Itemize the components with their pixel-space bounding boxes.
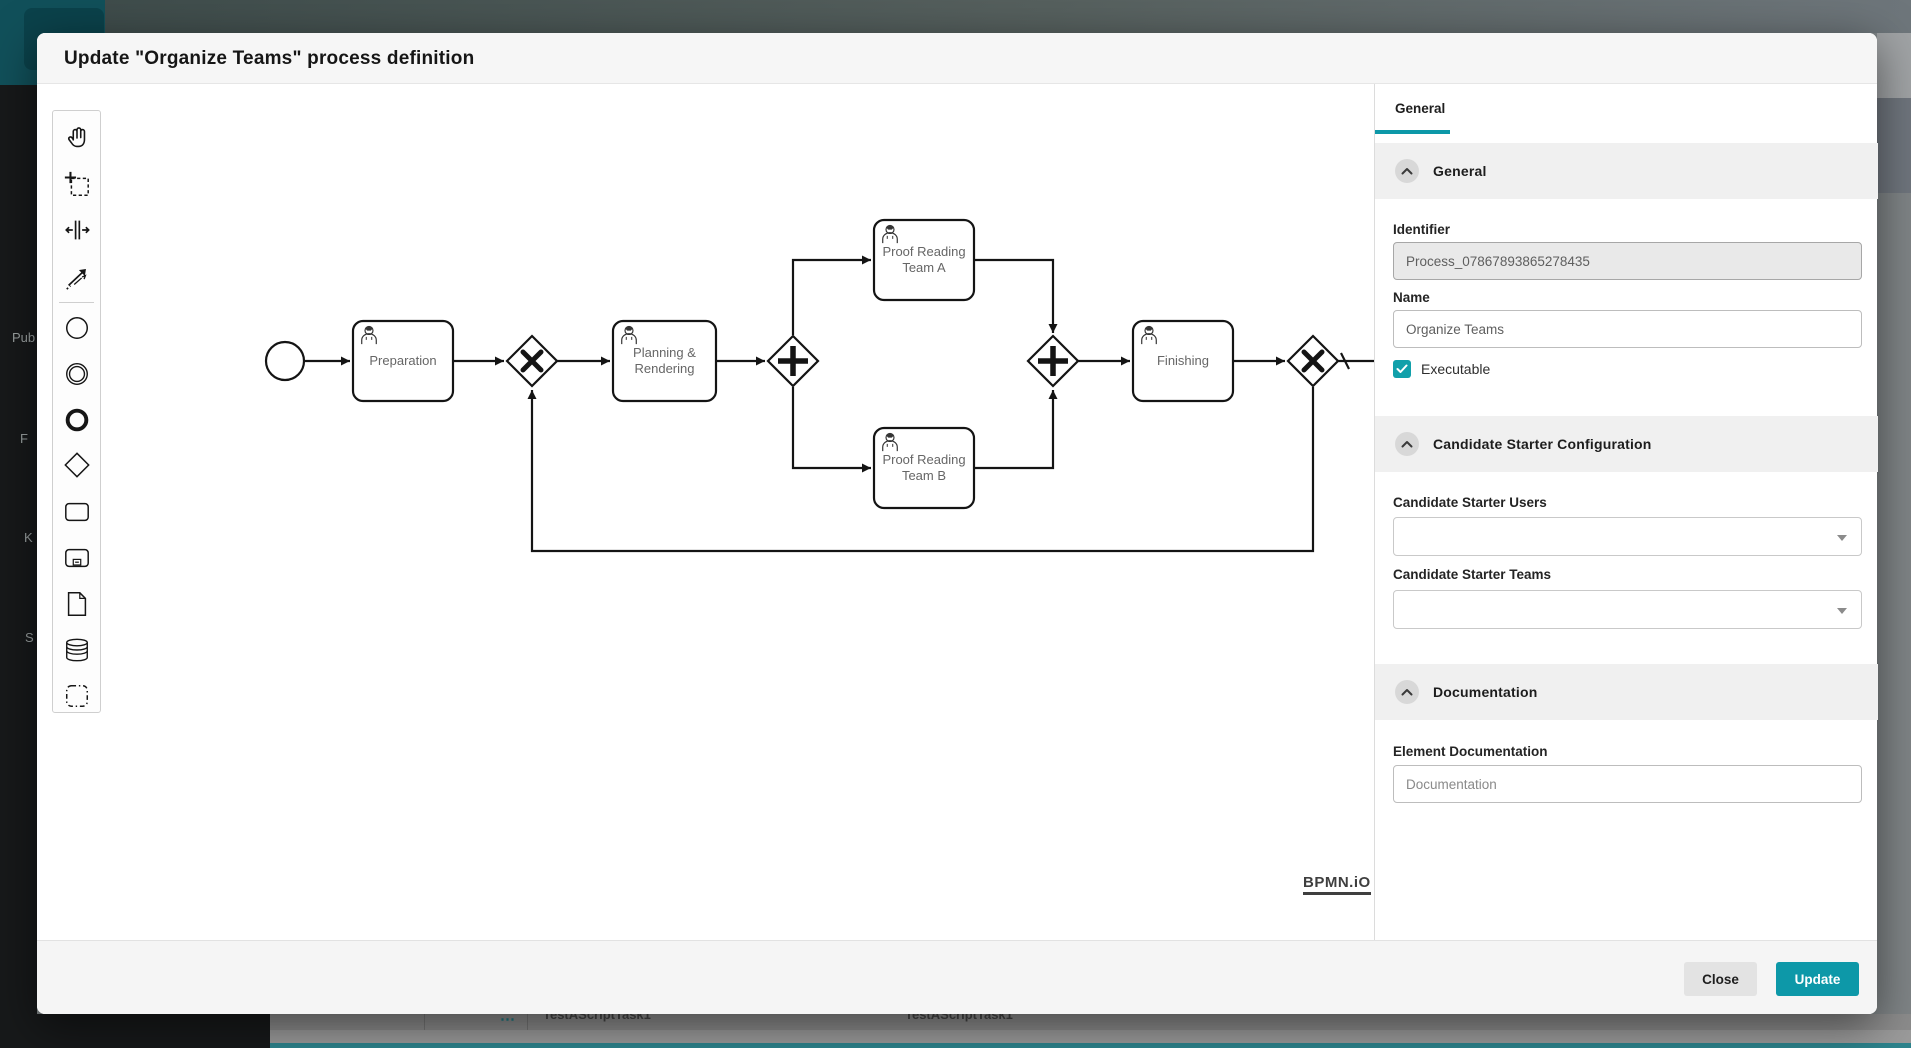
create-task-icon[interactable] — [60, 495, 94, 529]
collapse-chevron-icon[interactable] — [1395, 680, 1419, 704]
modal-footer: Close Update — [37, 940, 1877, 1014]
section-header-general[interactable]: General — [1375, 143, 1878, 199]
create-subprocess-icon[interactable] — [60, 541, 94, 575]
tab-active-indicator — [1375, 130, 1450, 134]
create-intermediate-event-icon[interactable] — [60, 357, 94, 391]
collapse-chevron-icon[interactable] — [1395, 432, 1419, 456]
executable-checkbox-row[interactable]: Executable — [1393, 360, 1490, 378]
create-start-event-icon[interactable] — [60, 311, 94, 345]
update-process-modal: Update "Organize Teams" process definiti… — [37, 33, 1877, 1014]
app-topbar-dimmed — [0, 0, 1911, 33]
candidate-starter-teams-select[interactable] — [1393, 590, 1862, 629]
section-title: General — [1433, 163, 1487, 179]
chevron-down-icon — [1837, 608, 1847, 614]
modal-title: Update "Organize Teams" process definiti… — [64, 33, 474, 84]
section-header-documentation[interactable]: Documentation — [1375, 664, 1878, 720]
candidate-starter-users-select[interactable] — [1393, 517, 1862, 556]
identifier-label: Identifier — [1393, 222, 1450, 237]
row-actions-icon: ⋯ — [500, 1014, 516, 1028]
modal-body: Preparation Planning & Rendering Proof R… — [37, 84, 1877, 940]
sidebar-item-fragment: Pub — [12, 330, 35, 345]
gateway-parallel-split[interactable] — [768, 336, 818, 386]
create-group-icon[interactable] — [60, 679, 94, 713]
name-input[interactable] — [1393, 310, 1862, 348]
checkbox-checked-icon[interactable] — [1393, 360, 1411, 378]
lasso-tool-icon[interactable] — [60, 167, 94, 201]
candidate-starter-users-label: Candidate Starter Users — [1393, 495, 1547, 510]
sequence-flows[interactable] — [304, 260, 1374, 551]
identifier-input[interactable] — [1393, 242, 1862, 280]
sidebar-item-fragment: F — [20, 431, 28, 446]
app-content-dimmed-right — [1877, 33, 1911, 1048]
palette-separator — [59, 302, 94, 303]
executable-label: Executable — [1421, 361, 1490, 377]
app-sidebar-dimmed: Pub F K S — [0, 85, 37, 1048]
properties-panel: General General Identifier Name Executab… — [1374, 84, 1877, 940]
task-proof-reading-team-b[interactable] — [874, 428, 974, 508]
candidate-starter-teams-label: Candidate Starter Teams — [1393, 567, 1551, 582]
close-button[interactable]: Close — [1684, 962, 1757, 996]
table-cell: TestAScriptTask1 — [905, 1014, 1013, 1022]
space-tool-icon[interactable] — [60, 213, 94, 247]
start-event[interactable] — [266, 342, 304, 380]
task-planning-rendering[interactable] — [613, 321, 716, 401]
task-finishing[interactable] — [1133, 321, 1233, 401]
create-data-store-icon[interactable] — [60, 633, 94, 667]
create-end-event-icon[interactable] — [60, 403, 94, 437]
update-button[interactable]: Update — [1776, 962, 1859, 996]
gateway-exclusive-2[interactable] — [1288, 336, 1338, 386]
create-data-object-icon[interactable] — [60, 587, 94, 621]
section-title: Candidate Starter Configuration — [1433, 436, 1652, 452]
create-gateway-icon[interactable] — [60, 448, 94, 482]
section-header-candidate-starter[interactable]: Candidate Starter Configuration — [1375, 416, 1878, 472]
sidebar-item-fragment: K — [24, 530, 33, 545]
bpmn-io-logo[interactable]: BPMN.iO — [1303, 874, 1371, 895]
task-preparation[interactable] — [353, 321, 453, 401]
bpmn-palette — [52, 110, 101, 713]
modal-header: Update "Organize Teams" process definiti… — [37, 33, 1877, 84]
global-connect-tool-icon[interactable] — [60, 260, 94, 294]
bpmn-canvas[interactable]: Preparation Planning & Rendering Proof R… — [37, 84, 1374, 940]
element-documentation-label: Element Documentation — [1393, 744, 1548, 759]
gateway-parallel-join[interactable] — [1028, 336, 1078, 386]
hand-tool-icon[interactable] — [60, 121, 94, 155]
table-cell: TestAScriptTask1 — [543, 1014, 651, 1022]
sidebar-item-fragment: S — [25, 630, 34, 645]
tab-general[interactable]: General — [1395, 101, 1445, 116]
gateway-exclusive-1[interactable] — [507, 336, 557, 386]
section-title: Documentation — [1433, 684, 1538, 700]
name-label: Name — [1393, 290, 1430, 305]
app-table-dimmed: ⋯ TestAScriptTask1 TestAScriptTask1 — [0, 1014, 1911, 1048]
element-documentation-input[interactable] — [1393, 765, 1862, 803]
bpmn-diagram — [37, 84, 1374, 940]
collapse-chevron-icon[interactable] — [1395, 159, 1419, 183]
task-proof-reading-team-a[interactable] — [874, 220, 974, 300]
chevron-down-icon — [1837, 535, 1847, 541]
